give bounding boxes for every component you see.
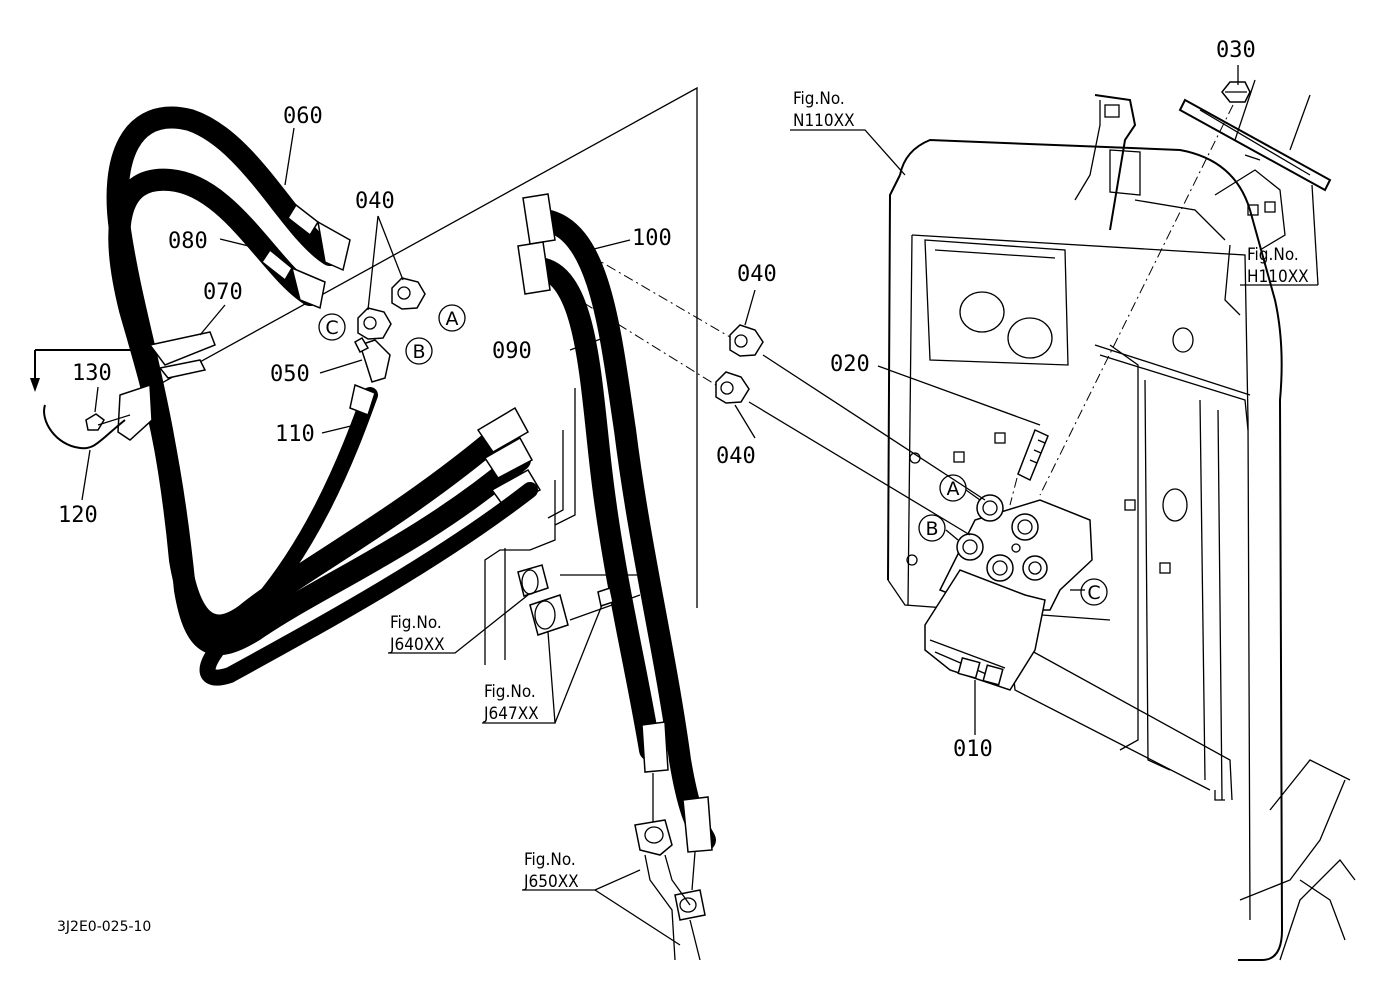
callout-040-lower: 040 [716,444,756,469]
callout-130: 130 [72,361,112,386]
port-markers: A B C A B C [318,304,1108,606]
figref-j640-line2: J640XX [389,635,445,655]
marker-a-right-label: A [947,478,960,500]
callout-040-upper: 040 [737,262,777,287]
bracket-120-bolt-130 [30,349,156,450]
leader-lines [81,65,1319,946]
marker-c-left: C [318,313,346,341]
part-callouts: 060 080 070 040 050 110 130 120 100 090 … [58,38,1256,762]
j650-fittings [634,773,706,961]
figref-j650-line2: J650XX [523,872,579,892]
marker-c-right: C [1080,578,1108,606]
figref-j640-line1: Fig.No. [390,613,442,633]
hoses-060-080 [106,106,542,656]
callout-060: 060 [283,104,323,129]
hoses-090-100 [517,193,716,853]
figref-n110-line2: N110XX [793,111,855,131]
marker-a-left: A [438,304,466,332]
figref-j647[interactable]: Fig.No. J647XX [483,682,539,724]
callout-070: 070 [203,280,243,305]
frame-panel [887,79,1356,961]
marker-c-left-label: C [325,317,338,339]
callout-010: 010 [953,737,993,762]
callout-100: 100 [632,226,672,251]
reference-plane [139,86,698,608]
figref-j647-line1: Fig.No. [484,682,536,702]
marker-b-right: B [918,514,946,542]
figref-j650[interactable]: Fig.No. J650XX [523,850,579,892]
marker-a-right: A [939,474,967,502]
figref-j640[interactable]: Fig.No. J640XX [389,613,445,655]
nut-030 [1221,81,1251,103]
marker-a-left-label: A [446,308,459,330]
figref-j650-line1: Fig.No. [524,850,576,870]
steering-unit-010 [924,494,1093,691]
callout-080: 080 [168,229,208,254]
figref-j647-line2: J647XX [483,704,539,724]
stud-020 [1009,428,1049,506]
figref-n110-line1: Fig.No. [793,89,845,109]
figref-h110-line2: H110XX [1247,267,1309,287]
marker-b-left-label: B [412,341,425,363]
hose-110 [199,383,538,686]
figref-h110-line1: Fig.No. [1247,245,1299,265]
marker-c-right-label: C [1087,582,1100,604]
callout-020: 020 [830,352,870,377]
figref-n110[interactable]: Fig.No. N110XX [793,89,855,131]
figref-h110[interactable]: Fig.No. H110XX [1247,245,1309,287]
fittings-040-050-left [354,277,426,383]
adapter-cluster [484,388,641,665]
callout-120: 120 [58,503,98,528]
figure-references: Fig.No. N110XX Fig.No. H110XX Fig.No. J6… [389,89,1309,892]
callout-030: 030 [1216,38,1256,63]
marker-b-left: B [405,337,433,365]
callout-090: 090 [492,339,532,364]
callout-040-left: 040 [355,189,395,214]
callout-110: 110 [275,422,315,447]
callout-050: 050 [270,362,310,387]
drawing-code: 3J2E0-025-10 [57,919,151,935]
marker-b-right-label: B [925,518,938,540]
